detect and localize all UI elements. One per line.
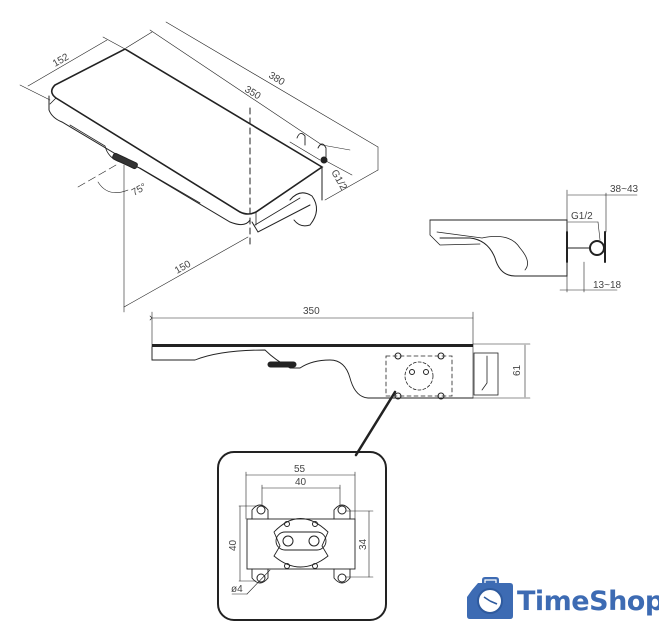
dim-350-front: 350 xyxy=(303,306,320,317)
detail-view xyxy=(217,451,387,621)
side-view xyxy=(429,189,638,293)
dim-34: 34 xyxy=(358,538,369,550)
iso-view xyxy=(19,21,379,313)
timeshop-logo-text: TimeShop xyxy=(517,586,659,617)
dim-350-iso: 350 xyxy=(242,84,262,102)
timeshop-clock-bag-icon xyxy=(467,577,513,619)
front-view xyxy=(149,311,531,457)
dim-angle-75: 75° xyxy=(130,182,149,199)
dim-thread-side: G1/2 xyxy=(571,211,593,222)
dim-13-18: 13~18 xyxy=(593,280,622,291)
dim-150-iso: 150 xyxy=(173,259,193,277)
dim-38-43: 38~43 xyxy=(610,184,639,195)
dim-55: 55 xyxy=(294,464,306,475)
dim-40-horizontal: 40 xyxy=(295,477,307,488)
dim-40-vertical: 40 xyxy=(228,539,239,551)
dim-152: 152 xyxy=(51,52,71,70)
dim-61: 61 xyxy=(512,364,523,376)
dim-hole-diameter: ø4 xyxy=(231,584,243,595)
dim-380-iso: 380 xyxy=(266,70,286,88)
